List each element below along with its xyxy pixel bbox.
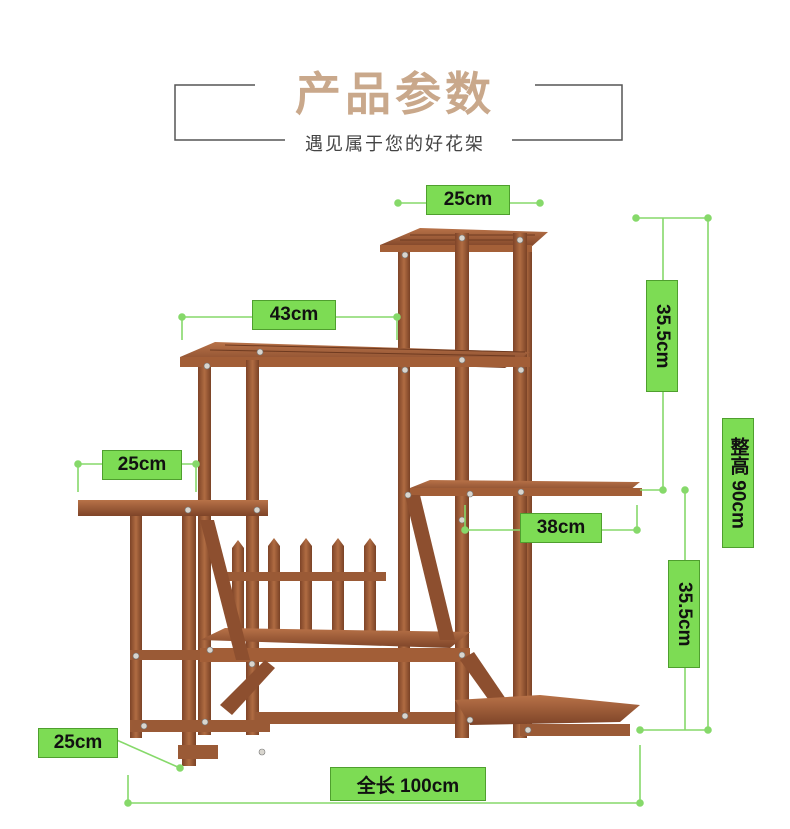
top-width-label: 25cm [426, 185, 510, 215]
page-subtitle: 遇见属于您的好花架 [305, 134, 485, 155]
plant-stand [78, 228, 642, 766]
total-length-label: 全长 100cm [330, 767, 486, 801]
total-height-label: 整高 90cm [722, 418, 754, 548]
page-title: 产品参数 [295, 67, 495, 121]
dimension-guides [74, 199, 712, 807]
depth-label: 25cm [38, 728, 118, 758]
title-frame [174, 84, 623, 141]
upper-height-label: 35.5cm [646, 280, 678, 392]
middle-width-label: 43cm [252, 300, 336, 330]
right-shelf-width-label: 38cm [520, 513, 602, 543]
left-shelf-width-label: 25cm [102, 450, 182, 480]
lower-height-label: 35.5cm [668, 560, 700, 668]
